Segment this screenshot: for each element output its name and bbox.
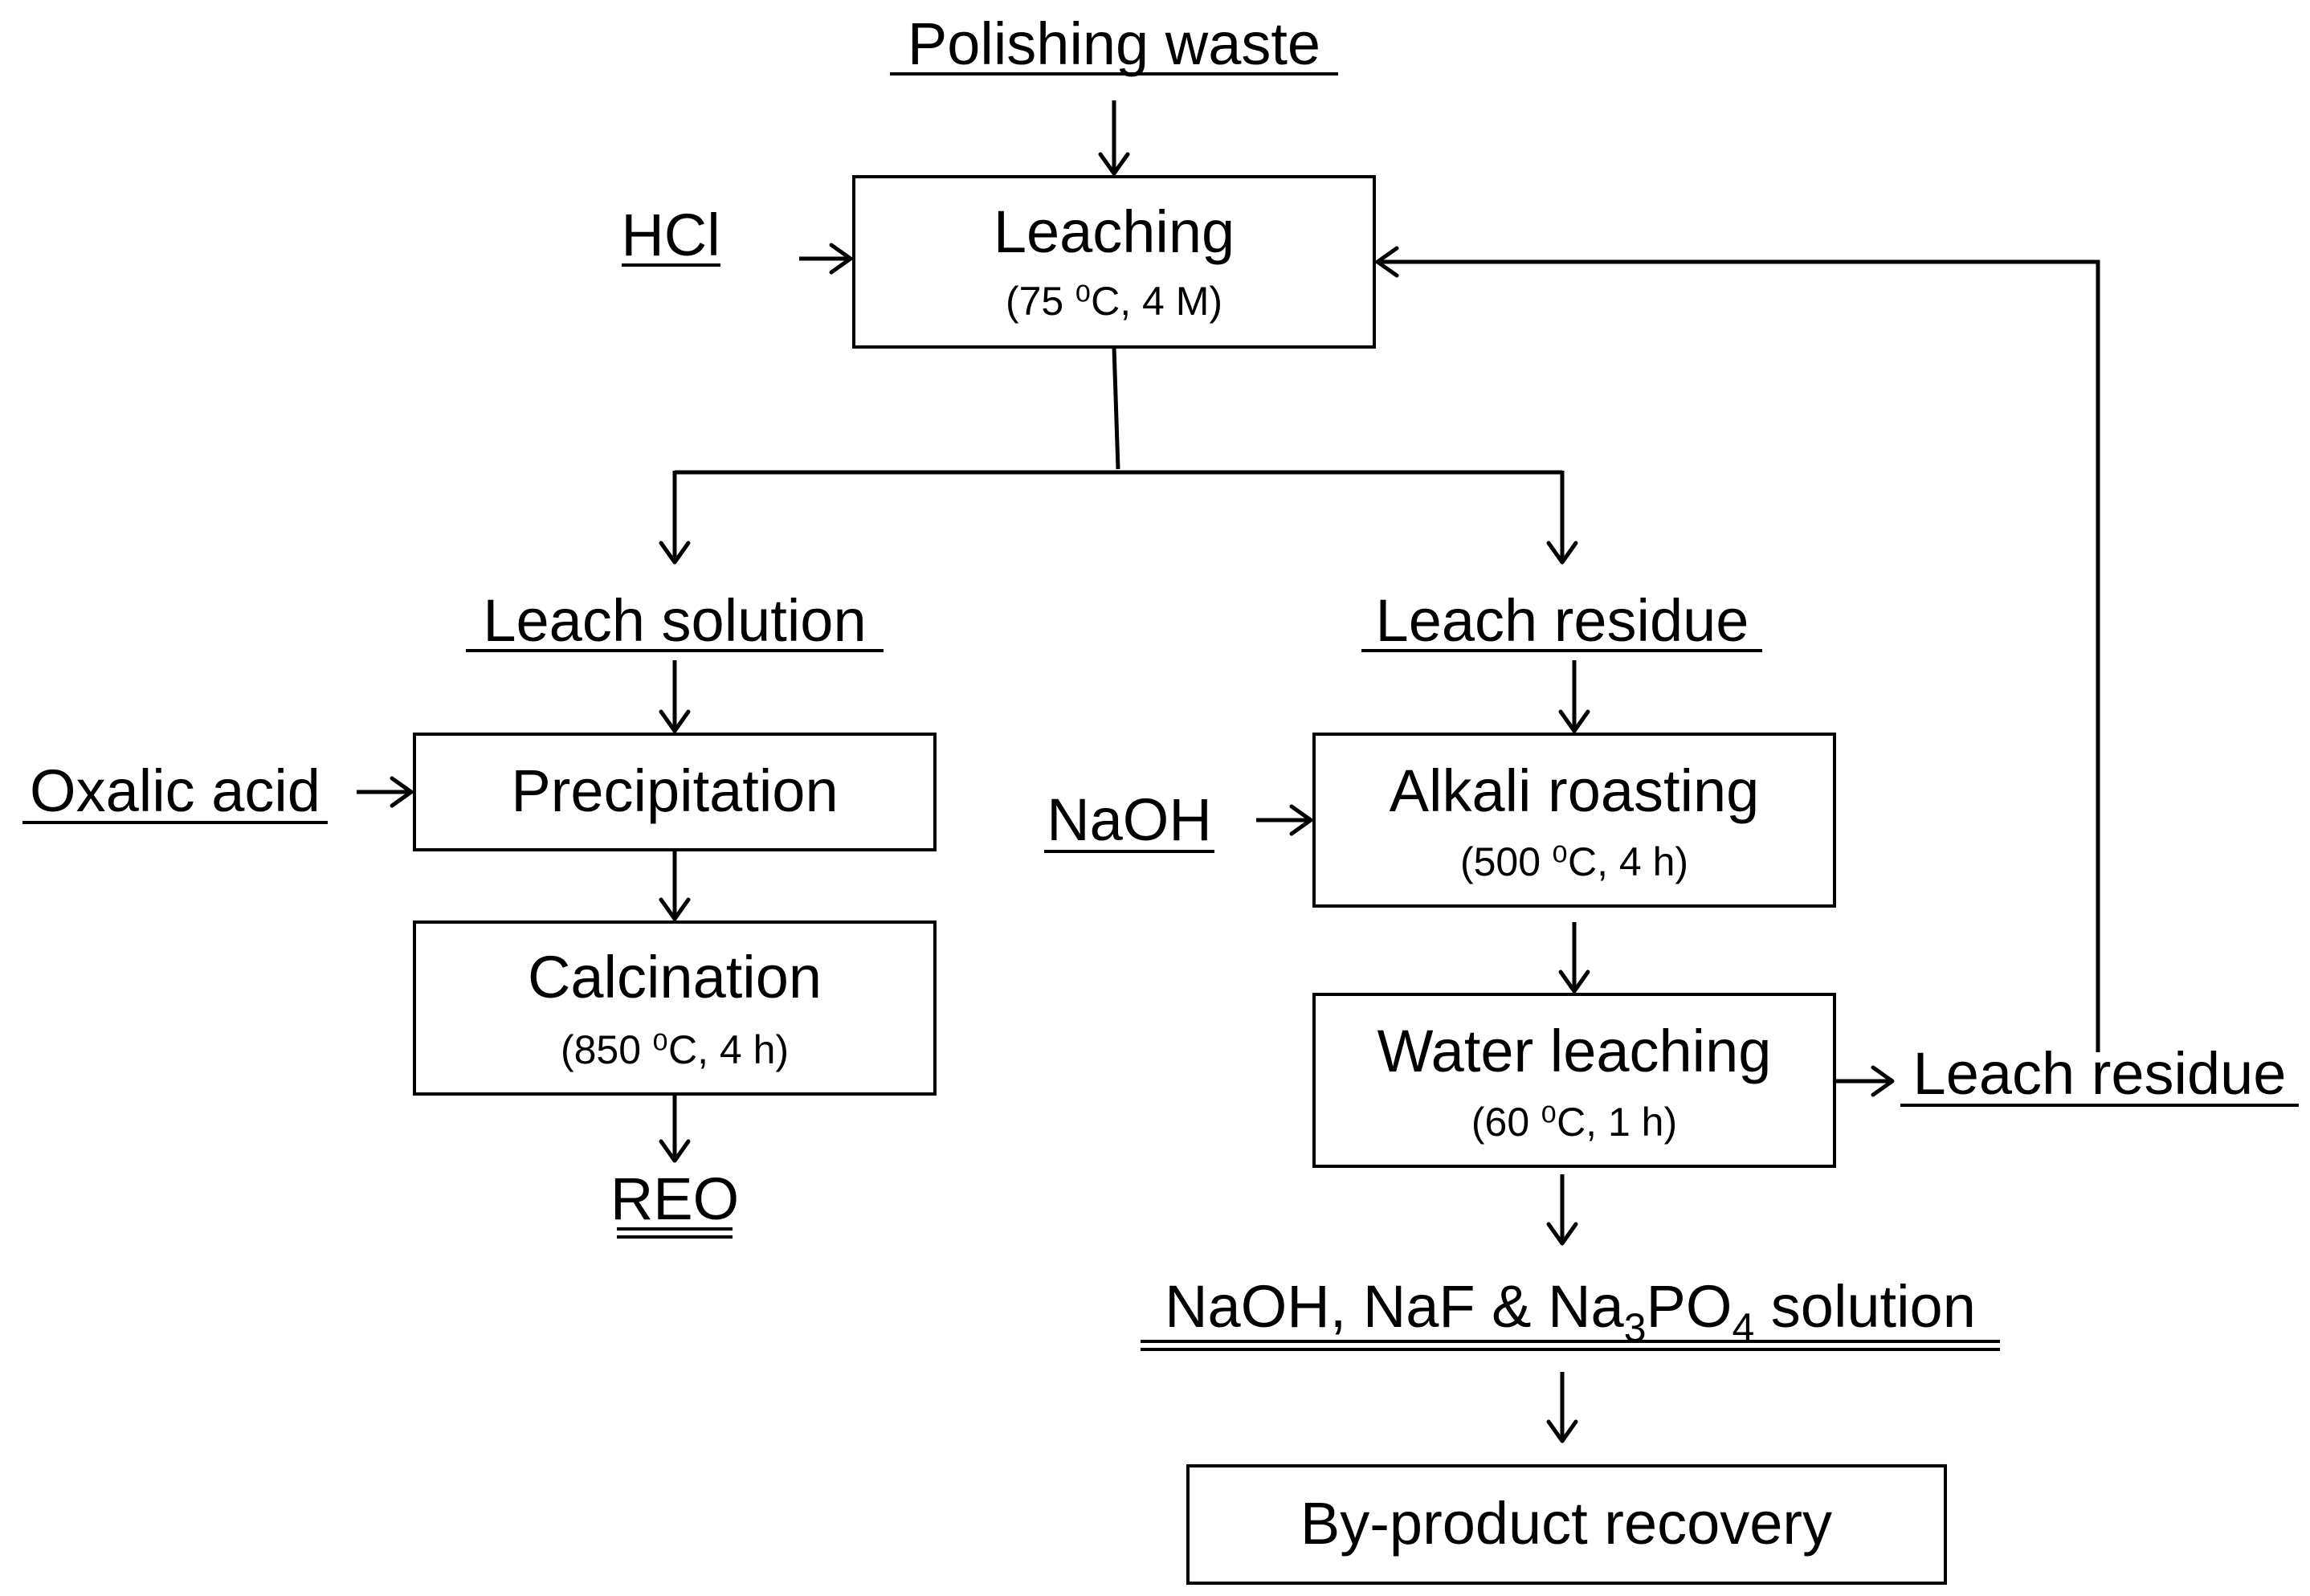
na-solution-label: NaOH, NaF & Na3PO4 solution	[1165, 1273, 1976, 1350]
water-leaching-condition: (60 ⁰C, 1 h)	[1471, 1100, 1677, 1145]
arrowhead	[1871, 1065, 1895, 1097]
oxalic-acid-label: Oxalic acid	[30, 757, 320, 824]
arrowhead	[1558, 969, 1590, 994]
arrowhead	[1546, 1222, 1578, 1246]
precipitation-box	[413, 733, 937, 851]
na-solution-sub1: 3	[1624, 1305, 1647, 1350]
arrowhead	[1289, 804, 1313, 836]
recycle-loop-line	[1377, 259, 2100, 1052]
arrowhead	[1098, 152, 1130, 176]
arrowhead	[829, 243, 853, 275]
alkali-roasting-box	[1312, 733, 1836, 908]
alkali-roasting-label: Alkali roasting	[1390, 757, 1760, 824]
leaching-condition: (75 ⁰C, 4 M)	[1006, 279, 1222, 324]
precipitation-label: Precipitation	[511, 757, 838, 824]
leaching-label: Leaching	[994, 198, 1235, 265]
byproduct-recovery-box	[1186, 1464, 1947, 1585]
arrowhead	[659, 709, 691, 733]
polishing-waste-label: Polishing waste	[908, 10, 1320, 77]
na-solution-sub2: 4	[1732, 1305, 1754, 1350]
calcination-box	[413, 920, 937, 1096]
calcination-condition: (850 ⁰C, 4 h)	[561, 1027, 789, 1072]
water-leaching-label: Water leaching	[1377, 1018, 1772, 1084]
leach-solution-label: Leach solution	[483, 587, 866, 654]
water-leaching-box	[1312, 993, 1836, 1168]
calcination-label: Calcination	[528, 944, 822, 1010]
reo-label: REO	[610, 1165, 739, 1232]
leach-residue-label: Leach residue	[1376, 587, 1749, 654]
arrowhead	[1375, 246, 1399, 278]
hcl-label: HCl	[621, 202, 720, 268]
arrowhead	[1558, 709, 1590, 733]
na-solution-part1: NaOH, NaF & Na	[1165, 1273, 1624, 1340]
leaching-box	[852, 175, 1376, 349]
alkali-roasting-condition: (500 ⁰C, 4 h)	[1460, 839, 1688, 884]
arrowhead	[1546, 541, 1578, 565]
na-solution-part3: solution	[1754, 1273, 1976, 1340]
arrowhead	[659, 1139, 691, 1163]
line-leaching-down	[1112, 346, 1120, 470]
na-solution-part2: PO	[1647, 1273, 1732, 1340]
arrowhead	[1546, 1419, 1578, 1443]
naoh-label: NaOH	[1047, 786, 1212, 853]
arrowhead	[659, 897, 691, 921]
arrowhead	[659, 541, 691, 565]
arrowhead	[390, 776, 414, 808]
leach-residue-recycle-label: Leach residue	[1913, 1040, 2287, 1107]
byproduct-recovery-label: By-product recovery	[1300, 1490, 1832, 1557]
